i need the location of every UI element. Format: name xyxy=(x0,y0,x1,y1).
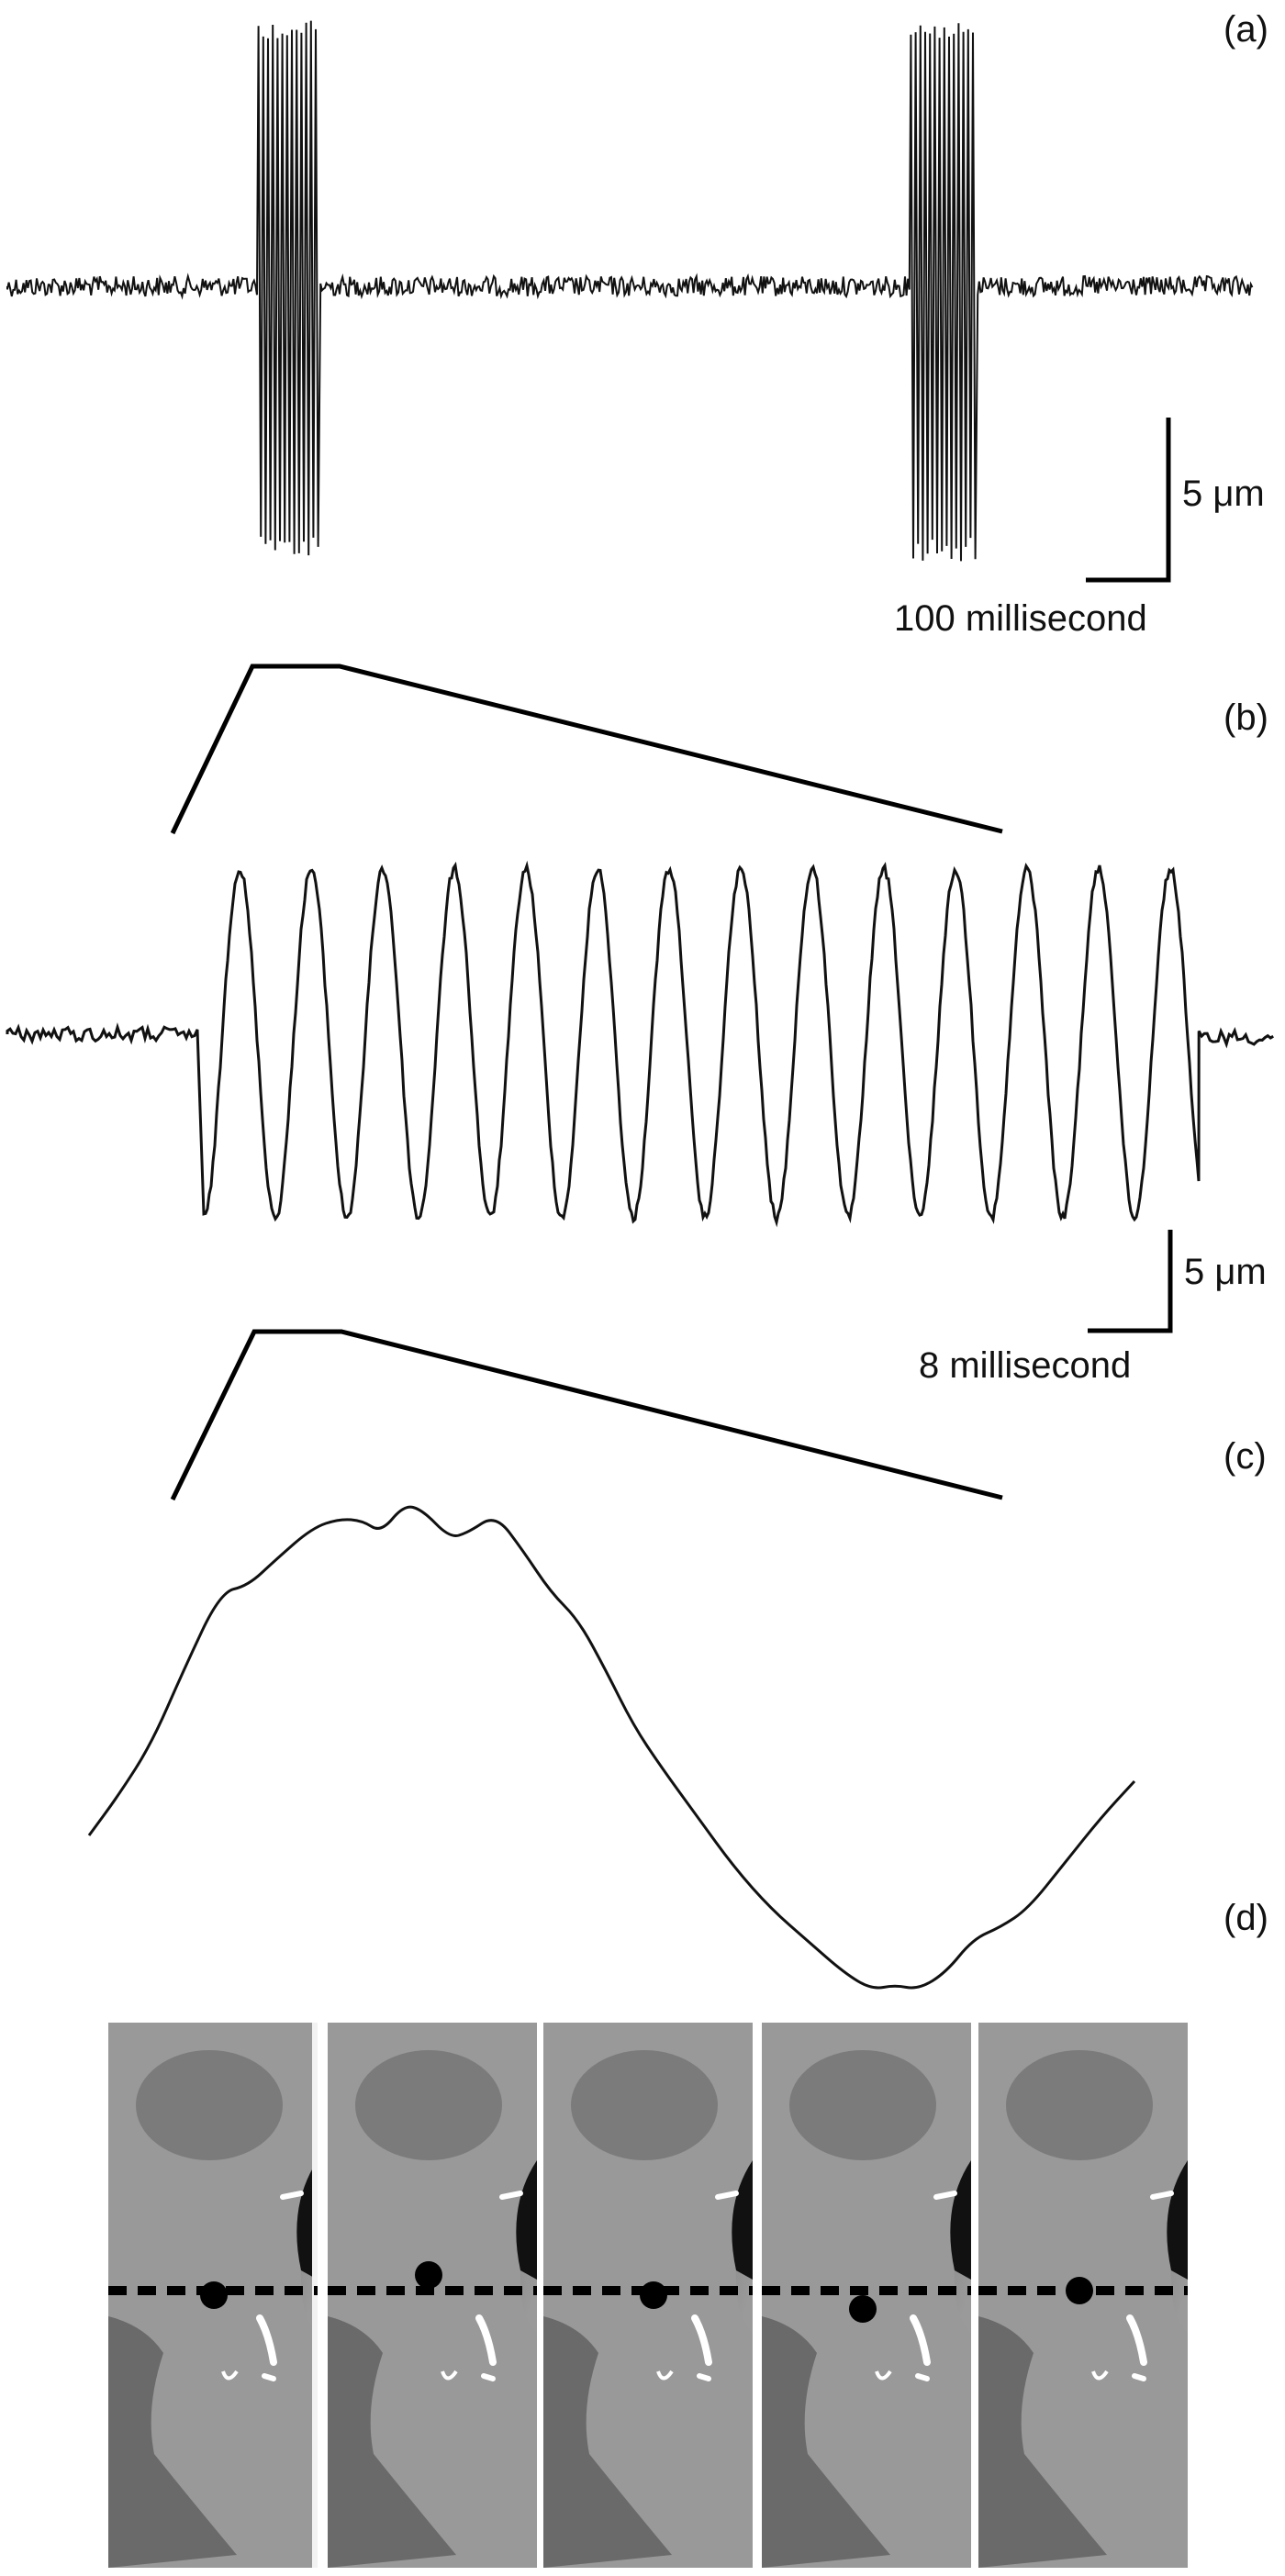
scale-bar-b xyxy=(1088,1230,1173,1333)
scale-bar-a xyxy=(1086,418,1171,583)
panel-label-c: (c) xyxy=(1224,1436,1267,1477)
panel-label-b: (b) xyxy=(1224,697,1268,738)
scale-label-a-x: 100 millisecond xyxy=(894,598,1147,639)
tracking-marker xyxy=(1066,2277,1093,2304)
image-frame-3 xyxy=(543,2023,753,2568)
tracking-marker xyxy=(849,2295,877,2323)
panel-label-a: (a) xyxy=(1224,9,1268,50)
tracking-marker xyxy=(200,2281,228,2309)
scale-label-b-x: 8 millisecond xyxy=(919,1345,1132,1386)
trace-a xyxy=(6,20,1254,562)
scale-label-a-y: 5 μm xyxy=(1182,474,1265,514)
zoom-bracket-bc xyxy=(170,1329,1003,1501)
zoom-bracket-ab xyxy=(170,664,1003,835)
trace-b xyxy=(6,860,1274,1228)
panel-label-d: (d) xyxy=(1224,1898,1268,1938)
trace-c xyxy=(87,1505,1136,1990)
image-frame-4 xyxy=(762,2023,971,2568)
scale-label-b-y: 5 μm xyxy=(1184,1252,1267,1292)
image-frame-1 xyxy=(108,2023,318,2568)
tracking-marker xyxy=(640,2281,667,2309)
image-frame-5 xyxy=(978,2023,1188,2568)
image-frame-2 xyxy=(328,2023,537,2568)
figure-traces xyxy=(6,20,1274,1990)
tracking-marker xyxy=(415,2261,442,2289)
